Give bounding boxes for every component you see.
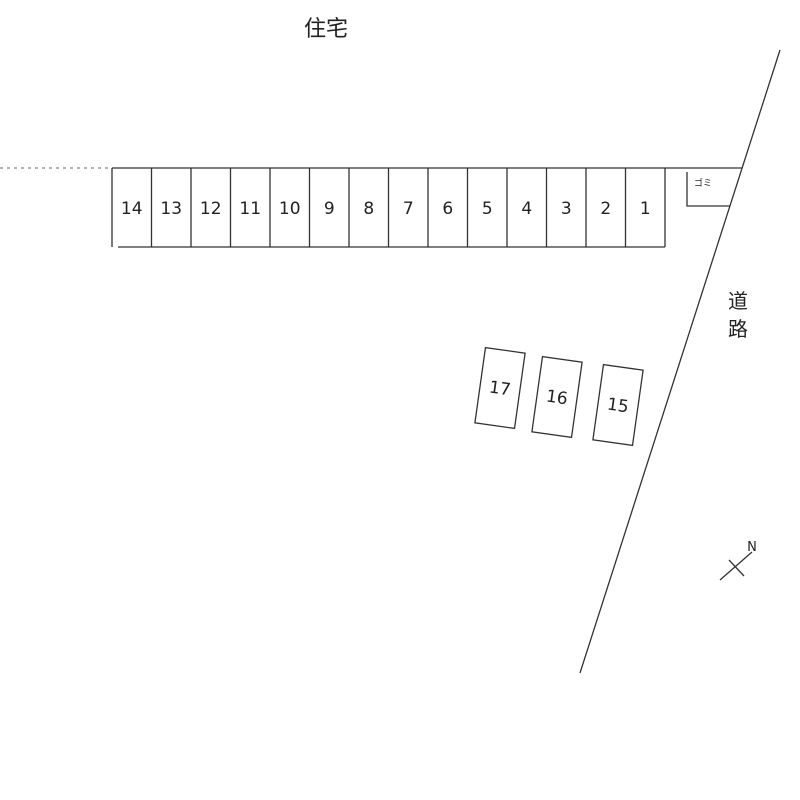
- parking-space-number: 7: [403, 199, 414, 219]
- road-label-char-2: 路: [728, 317, 748, 341]
- parking-space-number: 11: [239, 199, 261, 219]
- angled-space-outline: [531, 355, 583, 439]
- housing-label: 住宅: [304, 17, 348, 42]
- angled-parking-space: 17: [474, 346, 526, 430]
- angled-space-number: 17: [488, 378, 512, 401]
- garbage-station: ゴミ: [686, 172, 730, 207]
- parking-space-number: 14: [121, 199, 143, 219]
- parking-space-number: 12: [200, 199, 222, 219]
- parking-space-number: 1: [640, 199, 651, 219]
- north-arrow-label: N: [747, 540, 757, 555]
- parking-space-number: 2: [600, 199, 611, 219]
- parking-space-number: 4: [521, 199, 532, 219]
- road-label-char-1: 道: [728, 289, 748, 313]
- angled-space-number: 16: [545, 387, 569, 410]
- road-edge-line: [579, 49, 781, 674]
- road-label: 道 路: [728, 289, 748, 341]
- angled-space-number: 15: [606, 395, 630, 418]
- parking-row: 14 13 12 11 10 9 8 7 6 5 4 3 2 1: [111, 167, 742, 248]
- parking-space-number: 5: [482, 199, 493, 219]
- parking-space-number: 8: [363, 199, 374, 219]
- north-arrow: N: [719, 540, 757, 581]
- parking-space-number: 9: [324, 199, 335, 219]
- angled-parking-group: 17 16 15: [474, 346, 644, 447]
- parking-space-number: 6: [442, 199, 453, 219]
- parking-space-number: 10: [279, 199, 301, 219]
- garbage-label: ゴミ: [694, 177, 712, 189]
- parking-space-number: 3: [561, 199, 572, 219]
- angled-parking-space: 15: [592, 363, 644, 447]
- angled-space-outline: [474, 346, 526, 430]
- parking-space-number: 13: [160, 199, 182, 219]
- angled-parking-space: 16: [531, 355, 583, 439]
- angled-space-outline: [592, 363, 644, 447]
